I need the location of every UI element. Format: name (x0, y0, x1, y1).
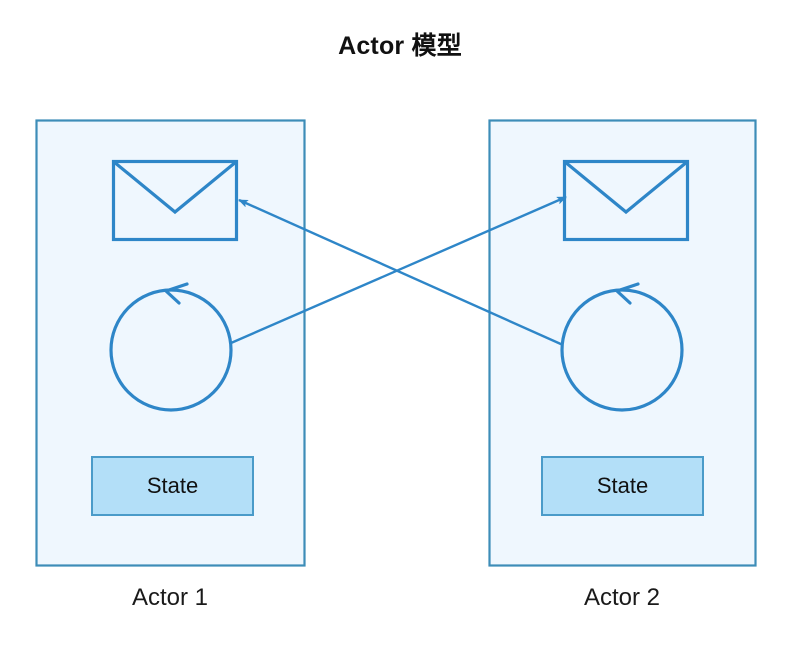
message-arrow-actor1-to-actor2[interactable] (230, 195, 567, 345)
actor-1-state-label: State (146, 473, 199, 498)
message-arrow-actor2-to-actor1[interactable] (238, 198, 564, 347)
page-title: Actor 模型 (338, 32, 462, 60)
envelope-icon-flap (112, 160, 238, 215)
actor-1-loop-arrow-icon[interactable] (109, 282, 233, 412)
actor-2-state-box[interactable]: State (541, 456, 704, 516)
actor-1-state-box[interactable]: State (91, 456, 254, 516)
loop-arrow-icon-head (615, 282, 640, 305)
envelope-icon-body (111, 159, 239, 242)
actor-1-caption: Actor 1 (131, 584, 209, 611)
loop-arrow-icon-head (164, 282, 189, 305)
actor-2-state-label: State (596, 473, 649, 498)
actor-2-loop-arrow-icon[interactable] (560, 282, 684, 412)
actor-1-envelope-icon[interactable] (111, 159, 239, 242)
actor-2-caption: Actor 2 (583, 584, 661, 611)
envelope-icon-flap (563, 160, 689, 215)
